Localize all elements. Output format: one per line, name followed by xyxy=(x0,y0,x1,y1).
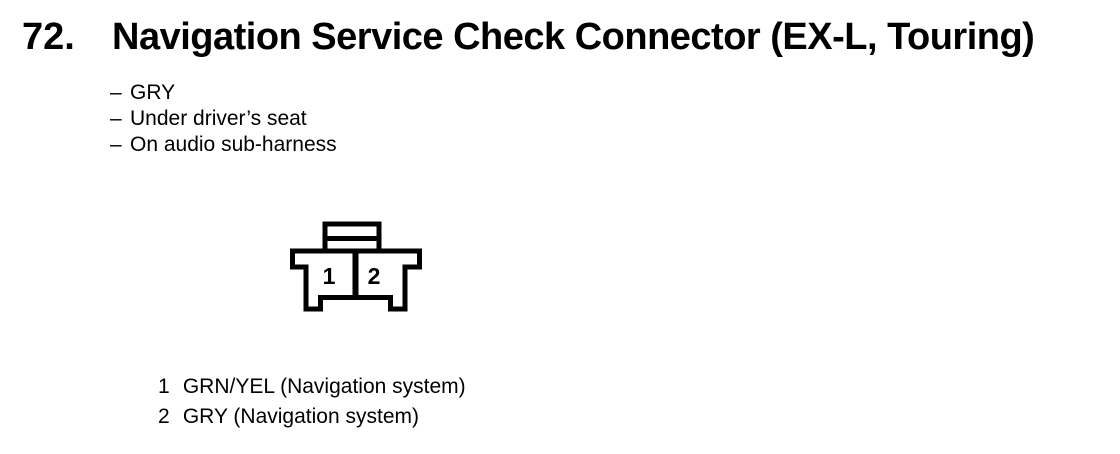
section-heading: 72. Navigation Service Check Connector (… xyxy=(22,16,1035,59)
dash-bullet: – xyxy=(110,107,122,130)
detail-item-location: –Under driver’s seat xyxy=(110,106,337,132)
section-number: 72. xyxy=(22,16,75,58)
pinout-row-1: 1 GRN/YEL (Navigation system) xyxy=(158,372,466,402)
detail-text: Under driver’s seat xyxy=(130,107,307,130)
connector-diagram: 1 2 xyxy=(290,221,422,312)
dash-bullet: – xyxy=(110,133,122,156)
pin-1-label: 1 xyxy=(323,263,336,289)
pinout-wire-description: GRN/YEL (Navigation system) xyxy=(182,375,466,398)
pinout-list: 1 GRN/YEL (Navigation system) 2 GRY (Nav… xyxy=(158,372,466,432)
pin-2-label: 2 xyxy=(368,263,381,289)
detail-text: GRY xyxy=(130,81,176,104)
section-title: Navigation Service Check Connector (EX-L… xyxy=(112,16,1035,58)
detail-item-harness: –On audio sub-harness xyxy=(110,132,337,158)
pinout-wire-description: GRY (Navigation system) xyxy=(182,405,419,428)
detail-text: On audio sub-harness xyxy=(130,133,337,156)
pinout-pin-number: 1 xyxy=(158,375,170,398)
pinout-row-2: 2 GRY (Navigation system) xyxy=(158,402,466,432)
connector-details-list: –GRY –Under driver’s seat –On audio sub-… xyxy=(110,80,337,158)
dash-bullet: – xyxy=(110,81,122,104)
detail-item-color: –GRY xyxy=(110,80,337,106)
pinout-pin-number: 2 xyxy=(158,405,170,428)
